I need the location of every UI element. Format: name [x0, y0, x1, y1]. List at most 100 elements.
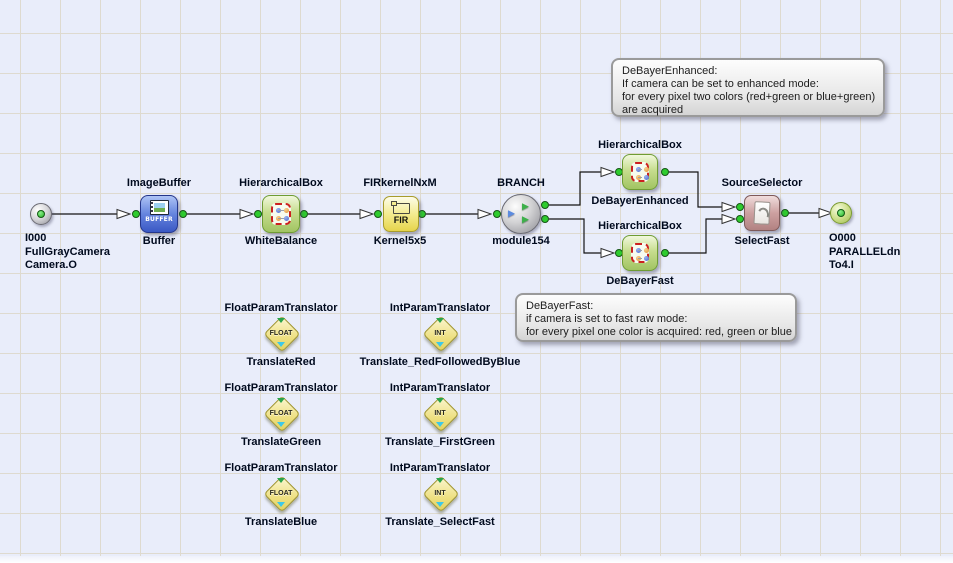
hierarchical-box-icon [631, 243, 649, 263]
param-out-icon [436, 502, 444, 507]
branch-in-arrow-icon: ▶ [508, 209, 515, 219]
node-selector-name-label[interactable]: SelectFast [734, 235, 790, 247]
port[interactable] [179, 210, 187, 218]
node-branch-name-label[interactable]: module154 [492, 235, 550, 247]
node-debayerenhanced[interactable] [622, 154, 658, 190]
node-buffer-name-label[interactable]: Buffer [142, 235, 176, 247]
node-camera-out[interactable] [830, 202, 852, 224]
selector-switch-icon [753, 201, 771, 225]
node-fir[interactable]: FIR [383, 196, 419, 232]
canvas-bottom-edge [0, 556, 953, 563]
wire-debayerfast-to-selector[interactable] [669, 218, 723, 254]
param-in-icon [436, 478, 444, 483]
label-line: PARALLELdn [829, 245, 901, 258]
wire-branch-to-debayerfast[interactable] [549, 218, 602, 254]
node-translate-green[interactable]: FLOAT [263, 395, 301, 433]
wire-debayerenhanced-to-selector[interactable] [669, 171, 723, 208]
node-whitebalance[interactable] [262, 195, 300, 233]
node-whitebalance-name-label[interactable]: WhiteBalance [244, 235, 318, 247]
comment-line: are acquired [622, 104, 684, 116]
link-arrowhead [721, 213, 737, 225]
label-line: I000 [25, 232, 47, 244]
node-translate-red[interactable]: FLOAT [263, 315, 301, 353]
port[interactable] [541, 215, 549, 223]
port[interactable] [736, 203, 744, 211]
translator-type-label: IntParamTranslator [389, 382, 491, 394]
port[interactable] [541, 201, 549, 209]
link-arrowhead [818, 207, 834, 219]
node-translate-redfollowedbyblue[interactable]: INT [422, 315, 460, 353]
comment-line: DeBayerFast: [526, 300, 594, 312]
param-out-icon [436, 422, 444, 427]
link-arrowhead [359, 208, 375, 220]
node-camera-in[interactable] [30, 203, 52, 225]
comment-line: for every pixel two colors (red+green or… [622, 91, 876, 103]
hierarchical-box-icon [271, 203, 291, 225]
param-in-icon [436, 318, 444, 323]
image-film-icon [149, 200, 169, 215]
node-translate-firstgreen[interactable]: INT [422, 395, 460, 433]
port[interactable] [37, 210, 45, 218]
comment-line: for every pixel one color is acquired: r… [526, 326, 792, 338]
node-selector[interactable] [744, 195, 780, 231]
translator-name-label[interactable]: TranslateBlue [244, 516, 318, 528]
float-icon-text: FLOAT [269, 329, 293, 337]
node-debayerfast-name-label[interactable]: DeBayerFast [606, 275, 674, 287]
comment-debayerenhanced[interactable]: DeBayerEnhanced: If camera can be set to… [611, 58, 885, 117]
node-translate-blue[interactable]: FLOAT [263, 475, 301, 513]
node-whitebalance-type-label: HierarchicalBox [239, 177, 323, 189]
port[interactable] [781, 209, 789, 217]
node-debayerfast-type-label: HierarchicalBox [598, 220, 682, 232]
param-in-icon [277, 478, 285, 483]
port[interactable] [418, 210, 426, 218]
port[interactable] [736, 215, 744, 223]
comment-line: If camera can be set to enhanced mode: [622, 78, 819, 90]
int-icon-text: INT [434, 329, 446, 337]
float-icon-text: FLOAT [269, 489, 293, 497]
port[interactable] [300, 210, 308, 218]
label-line: Camera.O [25, 259, 77, 271]
node-fir-name-label[interactable]: Kernel5x5 [373, 235, 427, 247]
comment-line: DeBayerEnhanced: [622, 65, 718, 77]
hierarchical-box-icon [631, 162, 649, 182]
link-arrowhead [600, 247, 616, 259]
node-debayerfast[interactable] [622, 235, 658, 271]
param-in-icon [277, 398, 285, 403]
port[interactable] [661, 168, 669, 176]
wire-branch-to-debayerenhanced[interactable] [549, 171, 602, 206]
translator-name-label[interactable]: TranslateRed [246, 356, 316, 368]
param-out-icon [277, 502, 285, 507]
node-buffer[interactable]: BUFFER [140, 195, 178, 233]
comment-debayerfast[interactable]: DeBayerFast: if camera is set to fast ra… [515, 293, 797, 342]
node-branch[interactable]: ▶ ▶ ▶ [501, 194, 541, 234]
translator-type-label: FloatParamTranslator [224, 462, 338, 474]
branch-out-arrow-icon: ▶ [522, 202, 529, 212]
port[interactable] [374, 210, 382, 218]
node-camera-out-label: O000 PARALLELdn To4.I [829, 232, 900, 273]
port[interactable] [254, 210, 262, 218]
translator-type-label: IntParamTranslator [389, 302, 491, 314]
translator-type-label: FloatParamTranslator [224, 382, 338, 394]
fir-icon-text: FIR [393, 215, 409, 225]
node-translate-selectfast[interactable]: INT [422, 475, 460, 513]
node-debayerenhanced-name-label[interactable]: DeBayerEnhanced [591, 195, 689, 207]
translator-name-label[interactable]: Translate_FirstGreen [384, 436, 496, 448]
translator-name-label[interactable]: Translate_RedFollowedByBlue [359, 356, 521, 368]
link-arrowhead [721, 201, 737, 213]
param-out-icon [436, 342, 444, 347]
port[interactable] [837, 209, 845, 217]
link-arrowhead [116, 208, 132, 220]
port[interactable] [661, 249, 669, 257]
translator-type-label: FloatParamTranslator [224, 302, 338, 314]
node-selector-type-label: SourceSelector [721, 177, 803, 189]
node-fir-type-label: FIRkernelNxM [363, 177, 437, 189]
param-in-icon [277, 318, 285, 323]
label-line: FullGrayCamera [25, 245, 110, 258]
node-camera-in-label: I000 FullGrayCamera Camera.O [25, 232, 110, 273]
port[interactable] [493, 210, 501, 218]
translator-name-label[interactable]: Translate_SelectFast [385, 516, 495, 528]
int-icon-text: INT [434, 409, 446, 417]
port[interactable] [132, 210, 140, 218]
translator-name-label[interactable]: TranslateGreen [240, 436, 322, 448]
